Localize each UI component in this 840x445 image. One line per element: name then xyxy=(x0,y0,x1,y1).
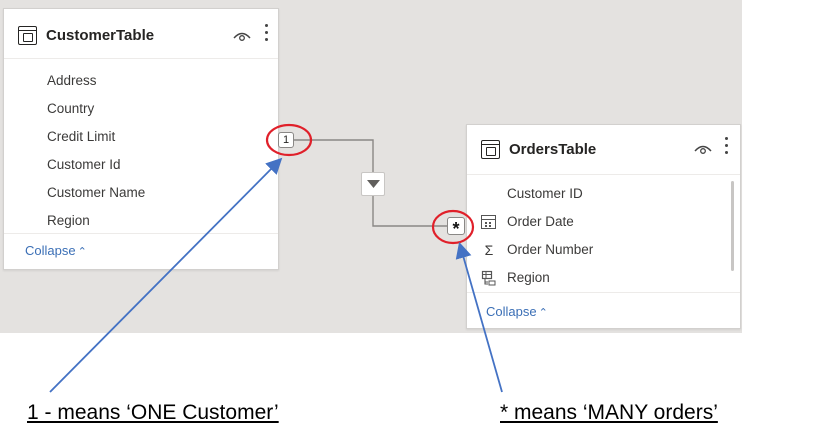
field-label: Region xyxy=(507,270,550,285)
more-options-icon[interactable] xyxy=(265,24,268,45)
hierarchy-icon xyxy=(481,270,496,286)
table-icon xyxy=(18,26,37,45)
eye-icon[interactable] xyxy=(233,30,251,42)
sigma-icon: Σ xyxy=(484,242,494,258)
table-icon xyxy=(481,140,500,159)
one-cardinality-marker[interactable]: 1 xyxy=(278,132,294,148)
customer-table-title: CustomerTable xyxy=(46,27,155,44)
customer-field-list: Address Country Credit Limit Customer Id… xyxy=(4,71,278,239)
scrollbar[interactable] xyxy=(731,181,734,271)
field-country[interactable]: Country xyxy=(47,101,95,116)
chevron-up-icon: ⌃ xyxy=(538,307,548,319)
more-options-icon[interactable] xyxy=(725,137,728,158)
collapse-row: Collapse⌃ xyxy=(4,233,278,269)
orders-field-list: Customer ID Order Date Σ Order Number Re… xyxy=(467,185,740,297)
many-annotation-label: * means ‘MANY orders’ xyxy=(500,401,718,424)
field-order-date[interactable]: Order Date xyxy=(467,213,740,241)
field-order-number[interactable]: Σ Order Number xyxy=(467,241,740,269)
collapse-button[interactable]: Collapse⌃ xyxy=(25,243,87,258)
triangle-down-icon xyxy=(367,180,380,188)
eye-icon[interactable] xyxy=(694,143,712,155)
field-label: Customer ID xyxy=(507,186,583,201)
field-address[interactable]: Address xyxy=(47,73,97,88)
field-region[interactable]: Region xyxy=(467,269,740,297)
chevron-up-icon: ⌃ xyxy=(77,246,87,258)
many-side-highlight-circle xyxy=(431,209,475,245)
field-region[interactable]: Region xyxy=(47,213,90,228)
orders-table-header[interactable]: OrdersTable xyxy=(467,125,740,175)
many-annotation-arrow xyxy=(455,241,503,393)
field-customer-id[interactable]: Customer Id xyxy=(47,157,121,172)
field-customer-name[interactable]: Customer Name xyxy=(47,185,146,200)
customer-table-card[interactable]: CustomerTable Address Country Credit Lim… xyxy=(3,8,279,270)
field-label: Order Number xyxy=(507,242,594,257)
one-annotation-arrow xyxy=(49,157,283,393)
many-cardinality-marker[interactable]: * xyxy=(447,217,465,239)
collapse-label: Collapse xyxy=(25,243,76,258)
orders-table-card[interactable]: OrdersTable Customer ID Order Date Σ Ord… xyxy=(466,124,741,329)
field-credit-limit[interactable]: Credit Limit xyxy=(47,129,116,144)
field-customer-id[interactable]: Customer ID xyxy=(467,185,740,213)
calendar-icon xyxy=(481,215,496,229)
one-annotation-label: 1 - means ‘ONE Customer’ xyxy=(27,401,279,424)
customer-table-header[interactable]: CustomerTable xyxy=(4,9,278,59)
cross-filter-direction-indicator[interactable] xyxy=(361,172,385,196)
collapse-row: Collapse⌃ xyxy=(467,292,740,328)
field-label: Order Date xyxy=(507,214,574,229)
collapse-button[interactable]: Collapse⌃ xyxy=(486,304,548,319)
orders-table-title: OrdersTable xyxy=(509,141,597,158)
one-side-highlight-circle xyxy=(265,123,313,157)
collapse-label: Collapse xyxy=(486,304,537,319)
